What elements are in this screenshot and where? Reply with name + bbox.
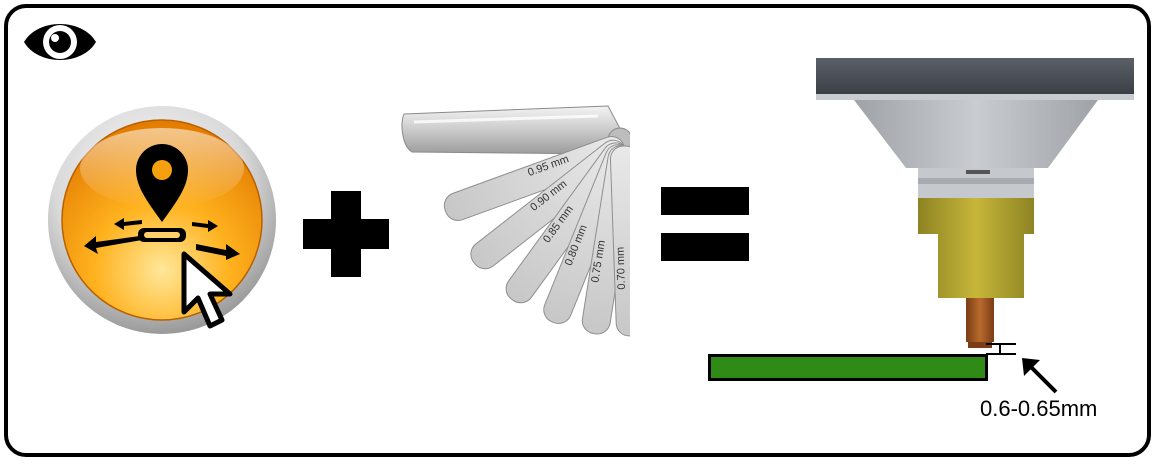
- nozzle-assembly: [816, 58, 1146, 358]
- feeler-gauge: 0.95 mm 0.90 mm 0.85 mm 0.80 mm 0.75 mm …: [398, 100, 630, 340]
- plus-icon: [303, 191, 389, 277]
- green-board: [708, 354, 988, 381]
- equals-icon: [661, 187, 749, 261]
- gap-label: 0.6-0.65mm: [980, 396, 1097, 422]
- arrow-up-left-icon: [1018, 354, 1062, 398]
- map-pin-cursor-icon: [46, 104, 278, 336]
- eye-icon: [22, 14, 98, 70]
- blade-label-070: 0.70 mm: [615, 247, 628, 290]
- gap-marker: [980, 340, 1020, 360]
